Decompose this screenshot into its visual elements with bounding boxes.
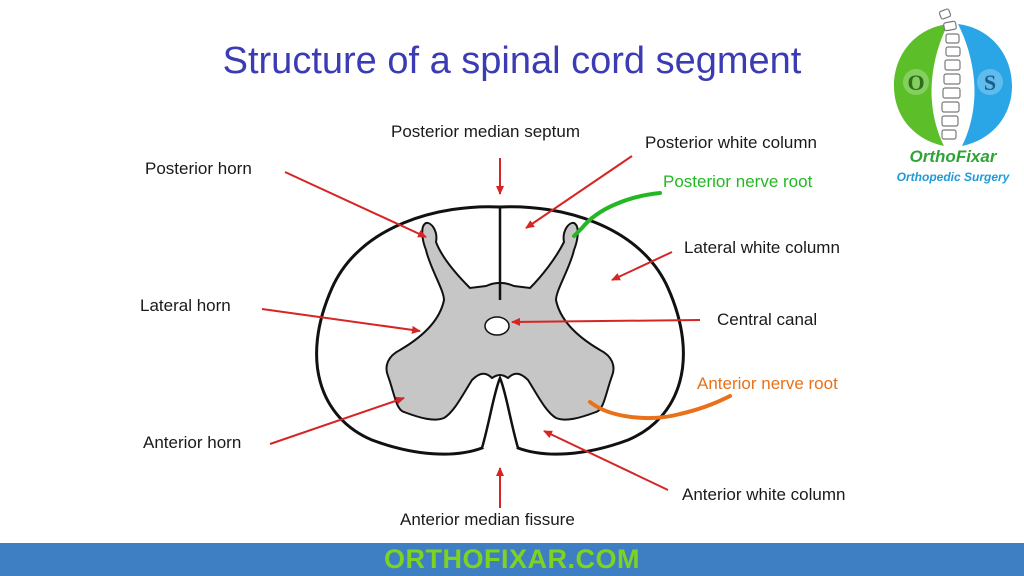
logo-brand: OrthoFixar <box>909 147 997 166</box>
label-posterior-median-septum: Posterior median septum <box>391 122 580 141</box>
anterior-nerve-root-line <box>588 394 732 420</box>
orthofixar-logo: O S <box>894 8 1012 146</box>
label-central-canal: Central canal <box>717 310 818 329</box>
arrow-posterior-white-column <box>525 155 633 229</box>
arrow-posterior-horn <box>284 171 427 238</box>
arrow-anterior-horn <box>269 396 405 445</box>
label-posterior-horn: Posterior horn <box>145 159 252 178</box>
arrow-central-canal <box>511 317 701 326</box>
logo-letter-s: S <box>984 70 996 95</box>
footer-bar: ORTHOFIXAR.COM <box>0 543 1024 576</box>
label-lateral-horn: Lateral horn <box>140 296 231 315</box>
posterior-nerve-root-line <box>572 191 662 238</box>
logo-wordmark: OrthoFixar Orthopedic Surgery <box>888 147 1018 184</box>
central-canal-shape <box>484 316 510 336</box>
arrow-lateral-horn <box>261 308 421 334</box>
label-posterior-white-column: Posterior white column <box>645 133 817 152</box>
label-anterior-white-column: Anterior white column <box>682 485 846 504</box>
anterior-median-fissure-shape <box>480 374 520 449</box>
label-posterior-nerve-root: Posterior nerve root <box>663 172 813 191</box>
label-lateral-white-column: Lateral white column <box>684 238 840 257</box>
label-anterior-median-fissure: Anterior median fissure <box>400 510 575 529</box>
logo-tagline: Orthopedic Surgery <box>896 170 1010 184</box>
footer-site-link[interactable]: ORTHOFIXAR.COM <box>384 544 640 574</box>
label-anterior-horn: Anterior horn <box>143 433 242 452</box>
arrow-lateral-white-column <box>611 251 673 281</box>
arrow-anterior-white-column <box>543 430 669 491</box>
slide-title: Structure of a spinal cord segment <box>222 40 802 82</box>
logo-letter-o: O <box>907 70 924 95</box>
label-anterior-nerve-root: Anterior nerve root <box>697 374 838 393</box>
